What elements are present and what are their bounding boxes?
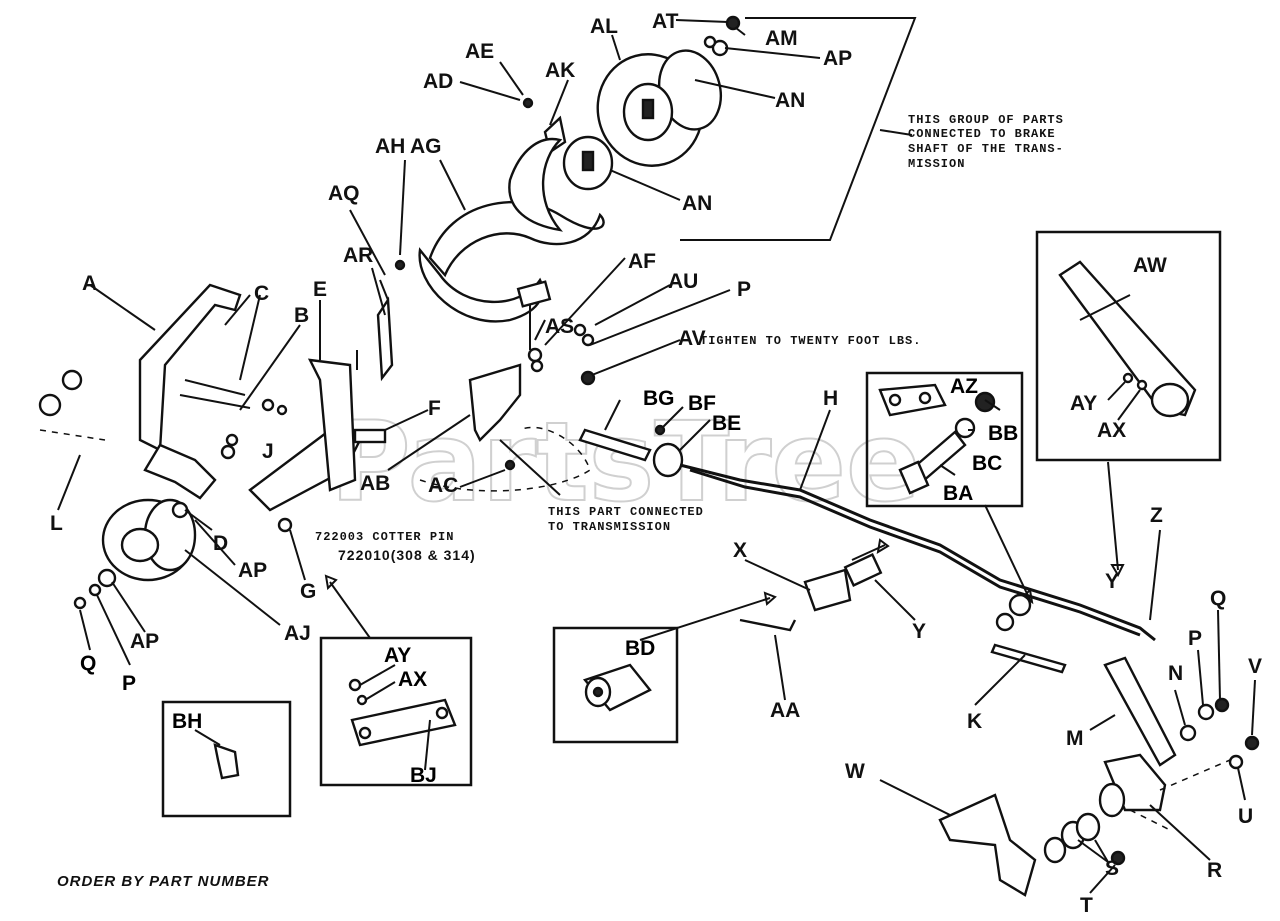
label-AX-1: AX bbox=[1097, 419, 1126, 442]
label-BF: BF bbox=[688, 392, 716, 415]
label-V: V bbox=[1248, 655, 1262, 678]
right-assembly bbox=[938, 656, 1260, 897]
label-W: W bbox=[845, 760, 865, 783]
left-assembly bbox=[38, 259, 591, 610]
label-AN-2: AN bbox=[682, 192, 712, 215]
label-X: X bbox=[733, 539, 747, 562]
label-AY-1: AY bbox=[1070, 392, 1097, 415]
label-R: R bbox=[1207, 859, 1222, 882]
footer-note: ORDER BY PART NUMBER bbox=[57, 873, 270, 890]
brake-group-note-line-2: CONNECTED TO BRAKE bbox=[908, 127, 1056, 141]
label-Q-2: Q bbox=[1210, 587, 1226, 610]
label-AJ: AJ bbox=[284, 622, 311, 645]
label-AR: AR bbox=[343, 244, 373, 267]
cotter-pin-alt-note: 722010(308 & 314) bbox=[338, 547, 476, 563]
label-AN-1: AN bbox=[775, 89, 805, 112]
label-AT: AT bbox=[652, 10, 679, 33]
center-assembly bbox=[573, 323, 1156, 674]
brake-group-note-line-4: MISSION bbox=[908, 157, 965, 171]
label-P-3: P bbox=[1188, 627, 1202, 650]
label-AV: AV bbox=[678, 327, 706, 350]
label-AP-3: AP bbox=[130, 630, 159, 653]
label-F: F bbox=[428, 397, 441, 420]
inset-box-aw bbox=[1035, 230, 1222, 462]
label-AU: AU bbox=[668, 270, 698, 293]
part-labels: A B C D E F G H J K L M N P P P Q Q R S … bbox=[50, 10, 1262, 917]
label-A: A bbox=[82, 272, 97, 295]
part-bh bbox=[213, 743, 240, 780]
brake-drum-group bbox=[418, 15, 741, 373]
label-AW: AW bbox=[1133, 254, 1167, 277]
label-E: E bbox=[313, 278, 327, 301]
label-BD: BD bbox=[625, 637, 655, 660]
label-BJ: BJ bbox=[410, 764, 437, 787]
label-M: M bbox=[1066, 727, 1084, 750]
label-P-2: P bbox=[122, 672, 136, 695]
brake-group-note-line-1: THIS GROUP OF PARTS bbox=[908, 113, 1064, 127]
label-AY-2: AY bbox=[384, 644, 411, 667]
part-bj bbox=[348, 678, 457, 747]
inset-box-ay bbox=[319, 636, 473, 787]
label-D: D bbox=[213, 532, 228, 555]
label-Z: Z bbox=[1150, 504, 1163, 527]
label-AE: AE bbox=[465, 40, 494, 63]
part-aw bbox=[1058, 260, 1197, 418]
label-BG: BG bbox=[643, 387, 675, 410]
label-AP-2: AP bbox=[238, 559, 267, 582]
label-AB: AB bbox=[360, 472, 390, 495]
label-AP-1: AP bbox=[823, 47, 852, 70]
label-BB: BB bbox=[988, 422, 1018, 445]
label-AL: AL bbox=[590, 15, 618, 38]
brake-group-bracket bbox=[680, 17, 917, 241]
label-C: C bbox=[254, 282, 269, 305]
label-AH: AH bbox=[375, 135, 405, 158]
label-AD: AD bbox=[423, 70, 453, 93]
label-BA: BA bbox=[943, 482, 973, 505]
label-BH: BH bbox=[172, 710, 202, 733]
inset-box-bd bbox=[552, 626, 679, 744]
label-H: H bbox=[823, 387, 838, 410]
label-BC: BC bbox=[972, 452, 1002, 475]
inset-box-az bbox=[865, 371, 1024, 508]
label-U: U bbox=[1238, 805, 1253, 828]
label-N: N bbox=[1168, 662, 1183, 685]
label-AC: AC bbox=[428, 474, 458, 497]
label-K: K bbox=[967, 710, 982, 733]
label-T: T bbox=[1080, 894, 1093, 917]
inset-box-bh bbox=[161, 700, 292, 818]
label-B: B bbox=[294, 304, 309, 327]
label-AG: AG bbox=[410, 135, 442, 158]
label-AF: AF bbox=[628, 250, 656, 273]
label-Y-2: Y bbox=[912, 620, 926, 643]
label-Q-1: Q bbox=[80, 652, 96, 675]
label-AQ: AQ bbox=[328, 182, 360, 205]
part-bd bbox=[582, 663, 652, 712]
part-az bbox=[878, 383, 996, 495]
label-BE: BE bbox=[712, 412, 741, 435]
label-AZ: AZ bbox=[950, 375, 978, 398]
label-Y-1: Y bbox=[1105, 570, 1119, 593]
label-AS: AS bbox=[545, 315, 574, 338]
label-P-1: P bbox=[737, 278, 751, 301]
label-AA: AA bbox=[770, 699, 800, 722]
cotter-pin-note: 722003 COTTER PIN bbox=[315, 530, 454, 544]
brake-group-note-line-3: SHAFT OF THE TRANS- bbox=[908, 142, 1064, 156]
torque-note: TIGHTEN TO TWENTY FOOT LBS. bbox=[700, 334, 921, 348]
label-J: J bbox=[262, 440, 274, 463]
label-AM: AM bbox=[765, 27, 798, 50]
label-L: L bbox=[50, 512, 63, 535]
label-S: S bbox=[1105, 857, 1119, 880]
transmission-note-line-2: TO TRANSMISSION bbox=[548, 520, 671, 534]
label-AK: AK bbox=[545, 59, 575, 82]
transmission-note-line-1: THIS PART CONNECTED bbox=[548, 505, 704, 519]
label-G: G bbox=[300, 580, 316, 603]
label-AX-2: AX bbox=[398, 668, 427, 691]
leader-lines bbox=[57, 19, 1256, 894]
